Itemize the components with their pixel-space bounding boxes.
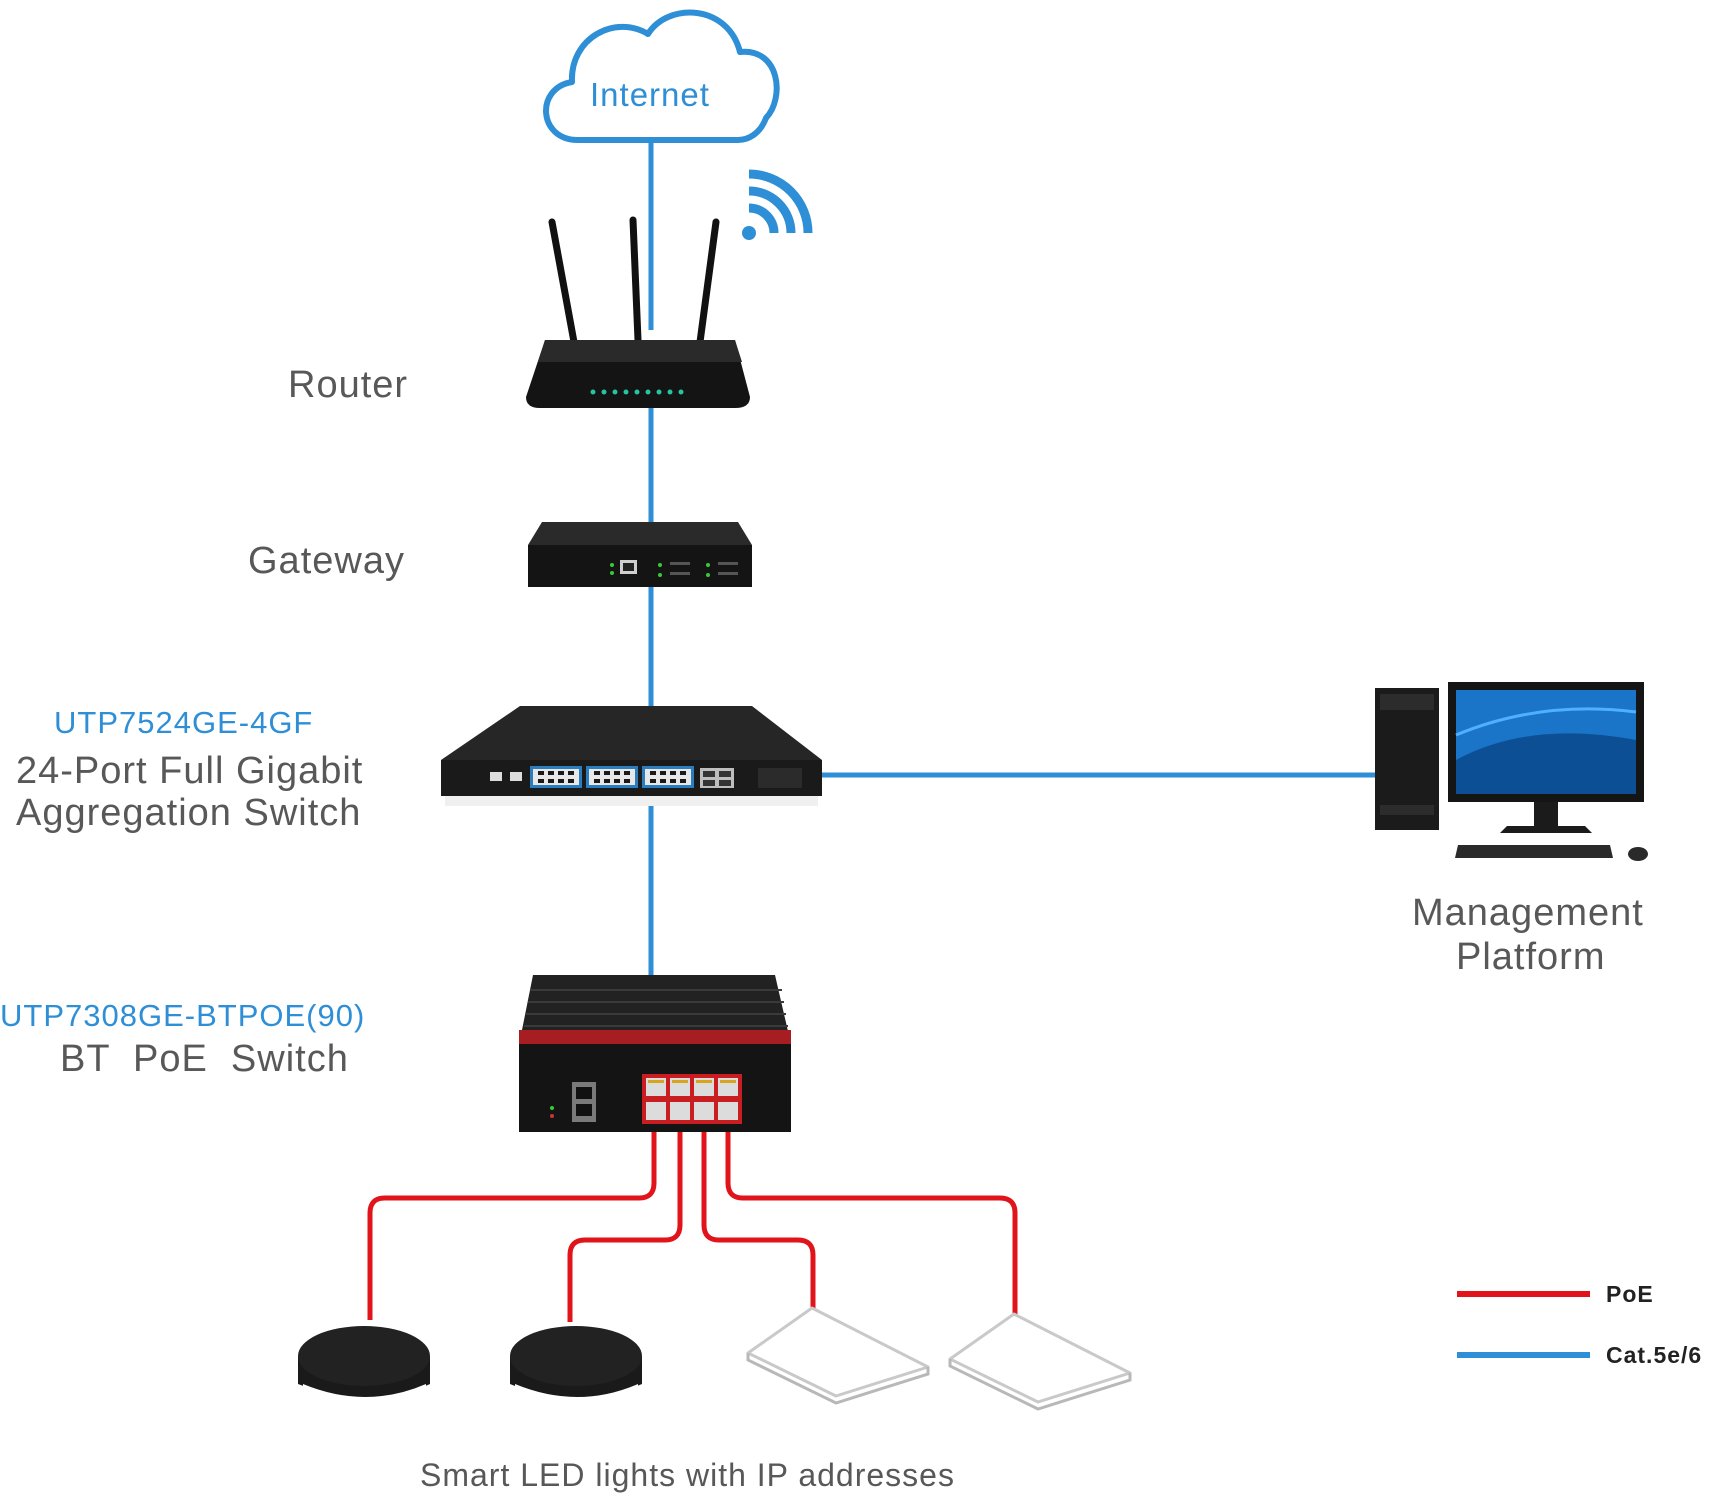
poe-cable-links — [367, 1130, 1018, 1322]
router-label: Router — [288, 364, 409, 406]
legend-cat-label: Cat.5e/6 — [1606, 1342, 1703, 1368]
aggregation-port-block-3 — [642, 766, 694, 788]
management-line1: Management — [1412, 892, 1644, 934]
legend-poe-label: PoE — [1606, 1281, 1654, 1307]
led-light-4-icon — [948, 1312, 1132, 1411]
aggregation-switch-line2: Aggregation Switch — [16, 792, 362, 834]
aggregation-switch-model-label: UTP7524GE-4GF — [54, 705, 314, 740]
aggregation-switch-icon — [441, 706, 822, 806]
internet-label: Internet — [590, 76, 710, 113]
internet-cloud-icon — [543, 9, 780, 143]
aggregation-switch-line1: 24-Port Full Gigabit — [16, 750, 364, 792]
poe-link-light-3 — [701, 1130, 816, 1308]
poe-link-light-2 — [567, 1130, 683, 1322]
led-light-3-icon — [746, 1306, 930, 1405]
poe-link-light-1 — [367, 1130, 657, 1320]
wifi-signal-icon — [742, 169, 813, 240]
router-icon — [526, 216, 750, 408]
aggregation-port-block-1 — [530, 766, 582, 788]
management-line2: Platform — [1456, 936, 1606, 978]
led-light-2-icon — [510, 1326, 642, 1403]
led-light-1-icon — [298, 1326, 430, 1403]
lights-caption: Smart LED lights with IP addresses — [420, 1457, 955, 1493]
poe-switch-model-label: UTP7308GE-BTPOE(90) — [0, 998, 366, 1033]
gateway-icon — [528, 522, 752, 587]
management-computer-icon — [1375, 682, 1648, 861]
poe-switch-icon — [519, 975, 791, 1132]
cat-cable-links — [648, 140, 1377, 975]
gateway-label: Gateway — [248, 540, 405, 582]
poe-link-light-4 — [725, 1130, 1018, 1315]
aggregation-port-block-2 — [586, 766, 638, 788]
poe-switch-line1: BT PoE Switch — [60, 1038, 349, 1080]
